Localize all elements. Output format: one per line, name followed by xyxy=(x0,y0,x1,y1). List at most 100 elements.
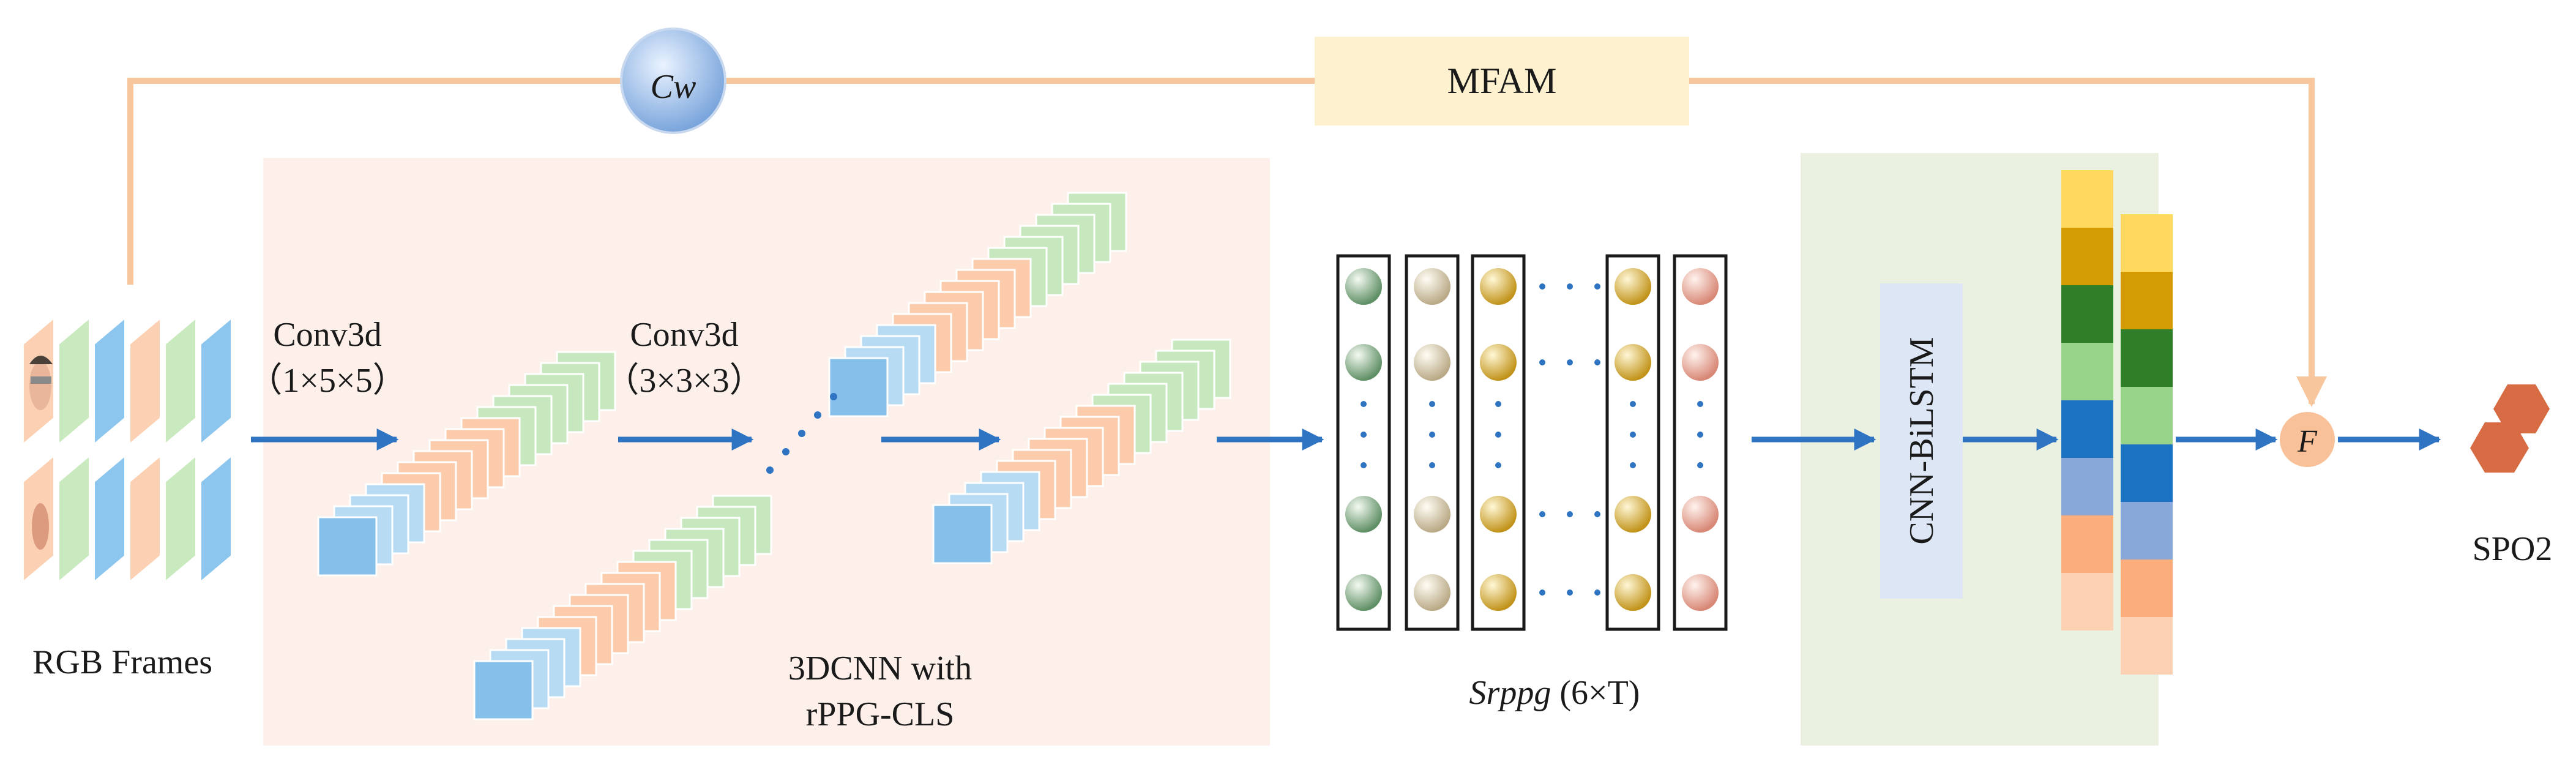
rgb-frames xyxy=(23,316,232,583)
conv1-label-line1: Conv3d xyxy=(273,316,381,354)
srppg-vertical-dot xyxy=(1495,462,1501,468)
srppg-sphere xyxy=(1414,344,1450,381)
srppg-horizontal-dot xyxy=(1594,283,1600,290)
feature-cube xyxy=(932,504,993,564)
srppg-horizontal-dot xyxy=(1594,589,1600,596)
rgb-frame xyxy=(58,316,90,446)
rgb-frame xyxy=(129,316,161,446)
feature-cell xyxy=(2121,329,2173,387)
srppg-sphere xyxy=(1414,268,1450,305)
srppg-sphere xyxy=(1480,574,1517,611)
srppg-vertical-dot xyxy=(1429,401,1435,407)
srppg-vertical-dot xyxy=(1630,462,1636,468)
srppg-vertical-dot xyxy=(1361,401,1367,407)
fusion-label: F xyxy=(2297,424,2318,459)
feedback-line xyxy=(127,78,2327,407)
srppg-sphere xyxy=(1345,574,1382,611)
feature-cell xyxy=(2121,617,2173,675)
feature-cell xyxy=(2061,228,2113,285)
rgb-frame xyxy=(165,454,196,583)
cw-label: Cw xyxy=(651,68,696,106)
srppg-sphere xyxy=(1615,344,1651,381)
rgb-frame xyxy=(200,316,232,446)
rgb-frame xyxy=(129,454,161,583)
feature-cell xyxy=(2121,214,2173,272)
cnn-block-label-line2: rPPG-CLS xyxy=(806,695,955,733)
srppg-column xyxy=(1336,254,1391,631)
srppg-sphere xyxy=(1682,344,1719,381)
srppg-sphere xyxy=(1480,344,1517,381)
rgb-frame xyxy=(94,316,125,446)
srppg-italic: Srppg xyxy=(1469,674,1551,712)
mfam-label: MFAM xyxy=(1447,61,1557,101)
face-image xyxy=(29,361,51,410)
conv2-label-line1: Conv3d xyxy=(630,316,738,354)
feature-cube xyxy=(828,357,889,417)
output-label: SPO2 xyxy=(2473,530,2553,568)
srppg-vertical-dot xyxy=(1697,432,1703,438)
srppg-sphere xyxy=(1682,574,1719,611)
feature-cell xyxy=(2061,285,2113,343)
feature-cell xyxy=(2061,170,2113,228)
feature-cell xyxy=(2061,458,2113,515)
srppg-label: Srppg (6×T) xyxy=(1469,674,1640,712)
feature-cell xyxy=(2121,387,2173,444)
srppg-horizontal-dot xyxy=(1594,511,1600,517)
feature-cell xyxy=(2121,502,2173,559)
feature-stack-left xyxy=(2061,170,2113,630)
srppg-column xyxy=(1605,254,1660,631)
srppg-sphere xyxy=(1345,344,1382,381)
srppg-vertical-dot xyxy=(1361,462,1367,468)
feature-stack-right xyxy=(2121,214,2173,675)
cnn-bilstm-block: CNN-BiLSTM xyxy=(1880,283,1963,599)
srppg-sphere xyxy=(1615,496,1651,533)
rgb-frame xyxy=(200,454,232,583)
rgb-frame xyxy=(58,454,90,583)
srppg-horizontal-dot xyxy=(1567,589,1573,596)
feature-cell xyxy=(2121,272,2173,329)
srppg-sphere xyxy=(1414,496,1450,533)
rgb-frame xyxy=(165,316,196,446)
cnn-block-label-line1: 3DCNN with xyxy=(788,649,972,687)
cnn-feature-stacks xyxy=(317,192,1231,720)
srppg-horizontal-dot xyxy=(1567,359,1573,365)
srppg-sphere xyxy=(1345,496,1382,533)
feature-cube xyxy=(317,516,378,577)
cnn-bilstm-label: CNN-BiLSTM xyxy=(1903,337,1941,544)
srppg-horizontal-dot xyxy=(1539,589,1545,596)
feature-cell xyxy=(2061,573,2113,630)
srppg-sphere xyxy=(1414,574,1450,611)
conv2-label-line2: （3×3×3） xyxy=(605,362,763,400)
feature-cell xyxy=(2061,400,2113,458)
feature-cell xyxy=(2121,559,2173,617)
srppg-sphere xyxy=(1345,268,1382,305)
srppg-matrix xyxy=(1336,254,1728,631)
srppg-vertical-dot xyxy=(1429,432,1435,438)
srppg-column xyxy=(1471,254,1526,631)
srppg-horizontal-dot xyxy=(1567,283,1573,290)
srppg-horizontal-dot xyxy=(1594,359,1600,365)
conv1-label-line2: （1×5×5） xyxy=(248,362,406,400)
srppg-horizontal-dot xyxy=(1539,511,1545,517)
rgb-frames-label: RGB Frames xyxy=(32,643,212,681)
feature-cell xyxy=(2061,343,2113,400)
srppg-sphere xyxy=(1615,574,1651,611)
face-glasses xyxy=(31,376,51,384)
feature-cell xyxy=(2061,515,2113,573)
srppg-vertical-dot xyxy=(1630,401,1636,407)
srppg-horizontal-dot xyxy=(1539,283,1545,290)
srppg-column xyxy=(1673,254,1728,631)
hand-image xyxy=(32,503,49,550)
rgb-frame xyxy=(94,454,125,583)
srppg-vertical-dot xyxy=(1429,462,1435,468)
srppg-vertical-dot xyxy=(1361,432,1367,438)
cw-node: Cw xyxy=(620,28,726,134)
srppg-vertical-dot xyxy=(1697,401,1703,407)
feature-cell xyxy=(2121,444,2173,502)
mfam-block: MFAM xyxy=(1315,37,1689,125)
srppg-vertical-dot xyxy=(1630,432,1636,438)
srppg-sphere xyxy=(1615,268,1651,305)
srppg-sphere xyxy=(1682,268,1719,305)
srppg-sphere xyxy=(1682,496,1719,533)
srppg-column xyxy=(1405,254,1460,631)
